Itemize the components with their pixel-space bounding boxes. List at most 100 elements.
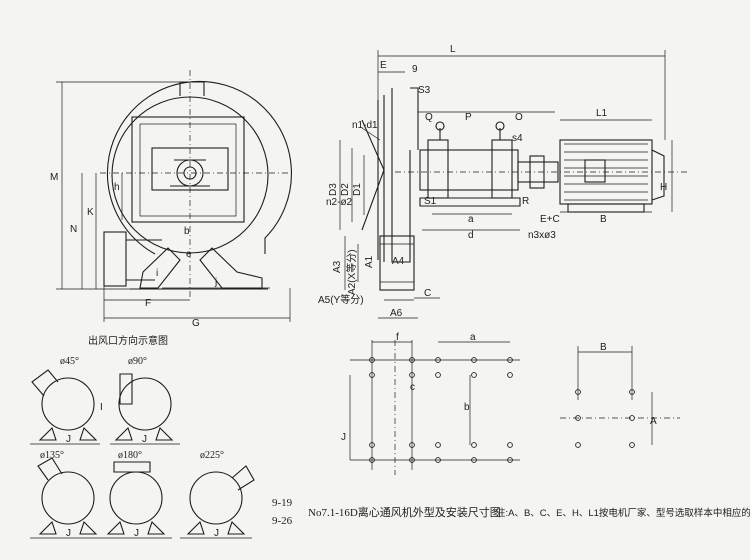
dim-G-label: G (192, 318, 200, 329)
mounting-hole (507, 357, 513, 363)
motor-feet (567, 203, 645, 213)
dim-c-label: c (410, 382, 415, 393)
outlet-diagram-180: ø180° J (100, 450, 172, 539)
dim-EC-label: E+C (540, 214, 560, 225)
dim-j-label: j (214, 277, 217, 288)
mounting-hole (369, 372, 375, 378)
dim-s4-label: s4 (512, 133, 523, 144)
angle-225-label: ø225° (200, 450, 224, 461)
inlet-frame (131, 116, 245, 223)
dim-J-180: J (134, 528, 139, 539)
mounting-hole (369, 357, 375, 363)
dim-b-label: b (184, 226, 190, 237)
outlet-duct-lines (126, 239, 162, 281)
dim-F-label: F (145, 298, 151, 309)
angle-45-label: ø45° (60, 356, 79, 367)
label-n1-d1: n1-d1 (352, 120, 378, 131)
drawing-note: 注:A、B、C、E、H、L1按电机厂家、型号选取样本中相应的数据。 (496, 507, 750, 519)
mounting-hole (629, 415, 635, 421)
dim-B-label: B (600, 214, 607, 225)
mounting-hole (575, 415, 581, 421)
dim-S3-label: S3 (418, 85, 431, 96)
lifting-eye-front (435, 121, 445, 131)
dim-O-label: O (515, 112, 523, 123)
mounting-hole (629, 389, 635, 395)
dim-N-label: N (70, 224, 77, 235)
outlet-section-title: 出风口方向示意图 (88, 334, 168, 347)
inlet-cone (361, 119, 385, 231)
outlet-diagram-90: ø90° I J (100, 356, 180, 445)
motor-terminal-box (584, 159, 606, 183)
mounting-hole (435, 372, 441, 378)
outlet-flange (379, 235, 415, 291)
mounting-hole (575, 389, 581, 395)
dim-C-label: C (424, 288, 431, 299)
motor-fan-cover (651, 149, 665, 201)
hole-pattern-left: f c a b J (341, 332, 520, 475)
dim-9-label: 9 (412, 64, 418, 75)
mounting-hole (629, 442, 635, 448)
dim-d-label: d (468, 230, 474, 241)
dim-A1-label: A1 (364, 255, 375, 268)
bearing-frame (419, 149, 519, 191)
outlet-diagram-135: ø135° J (30, 450, 100, 539)
angle-135-label: ø135° (40, 450, 64, 461)
dim-L1-label: L1 (596, 108, 608, 119)
motor-fins (564, 143, 648, 201)
drawing-title: No7.1-16D离心通风机外型及安装尺寸图 (308, 505, 501, 519)
hole-pattern: f c a b J B A (341, 332, 680, 475)
side-view: L E 9 S3 n1-d1 D3 D2 D1 n2-ø2 Q P O s4 (318, 44, 690, 319)
series-code-1: 9-19 (272, 497, 293, 509)
pedestal-lines (170, 159, 210, 187)
dim-J-label: J (341, 432, 346, 443)
dim-i-label: i (156, 268, 158, 279)
bearing-front (427, 139, 449, 199)
label-n3-d3: n3xø3 (528, 230, 556, 241)
label-n2-d2: n2-ø2 (326, 197, 353, 208)
bearing-rear (491, 139, 513, 199)
series-code-2: 9-26 (272, 515, 293, 527)
mounting-hole (369, 442, 375, 448)
outlet-flange-inner (380, 243, 414, 283)
dim-P-label: P (465, 112, 472, 123)
dim-M-label: M (50, 172, 58, 183)
coupling (529, 155, 545, 189)
dim-I-90: I (100, 402, 103, 413)
mounting-hole (575, 442, 581, 448)
dim-J-45: J (66, 434, 71, 445)
dim-J-90: J (142, 434, 147, 445)
dim-R-label: R (522, 196, 529, 207)
dim-E-label: E (380, 60, 387, 71)
dim-A-label: A (650, 416, 657, 427)
dim-A4-label: A4 (392, 256, 405, 267)
dim-a-label: a (468, 214, 474, 225)
left-leg (139, 247, 181, 289)
dim-A2-label: A2(X等分) (345, 249, 358, 295)
angle-90-label: ø90° (128, 356, 147, 367)
dim-D1-label: D1 (352, 183, 363, 196)
dim-Q-label: Q (425, 112, 433, 123)
dim-A5-label: A5(Y等分) (318, 293, 364, 306)
outlet-diagram-45: ø45° J (30, 356, 100, 445)
outlet-duct (103, 231, 127, 287)
dim-L-label: L (450, 44, 456, 55)
mounting-hole (435, 457, 441, 463)
mounting-hole (507, 442, 513, 448)
mounting-hole (471, 372, 477, 378)
mounting-hole (369, 457, 375, 463)
dim-J-135: J (66, 528, 71, 539)
dim-B-label-2: B (600, 342, 607, 353)
dim-a-label-2: a (470, 332, 476, 343)
mounting-hole (409, 372, 415, 378)
dim-A3-label: A3 (332, 260, 343, 273)
dim-h-label: h (114, 182, 120, 193)
dim-H-label: H (660, 182, 667, 193)
lifting-eye-rear (495, 121, 505, 131)
mounting-hole (507, 372, 513, 378)
shaft-extension (517, 161, 559, 183)
dim-f-label: f (396, 332, 399, 343)
base-frame (419, 197, 521, 207)
mounting-hole (409, 442, 415, 448)
